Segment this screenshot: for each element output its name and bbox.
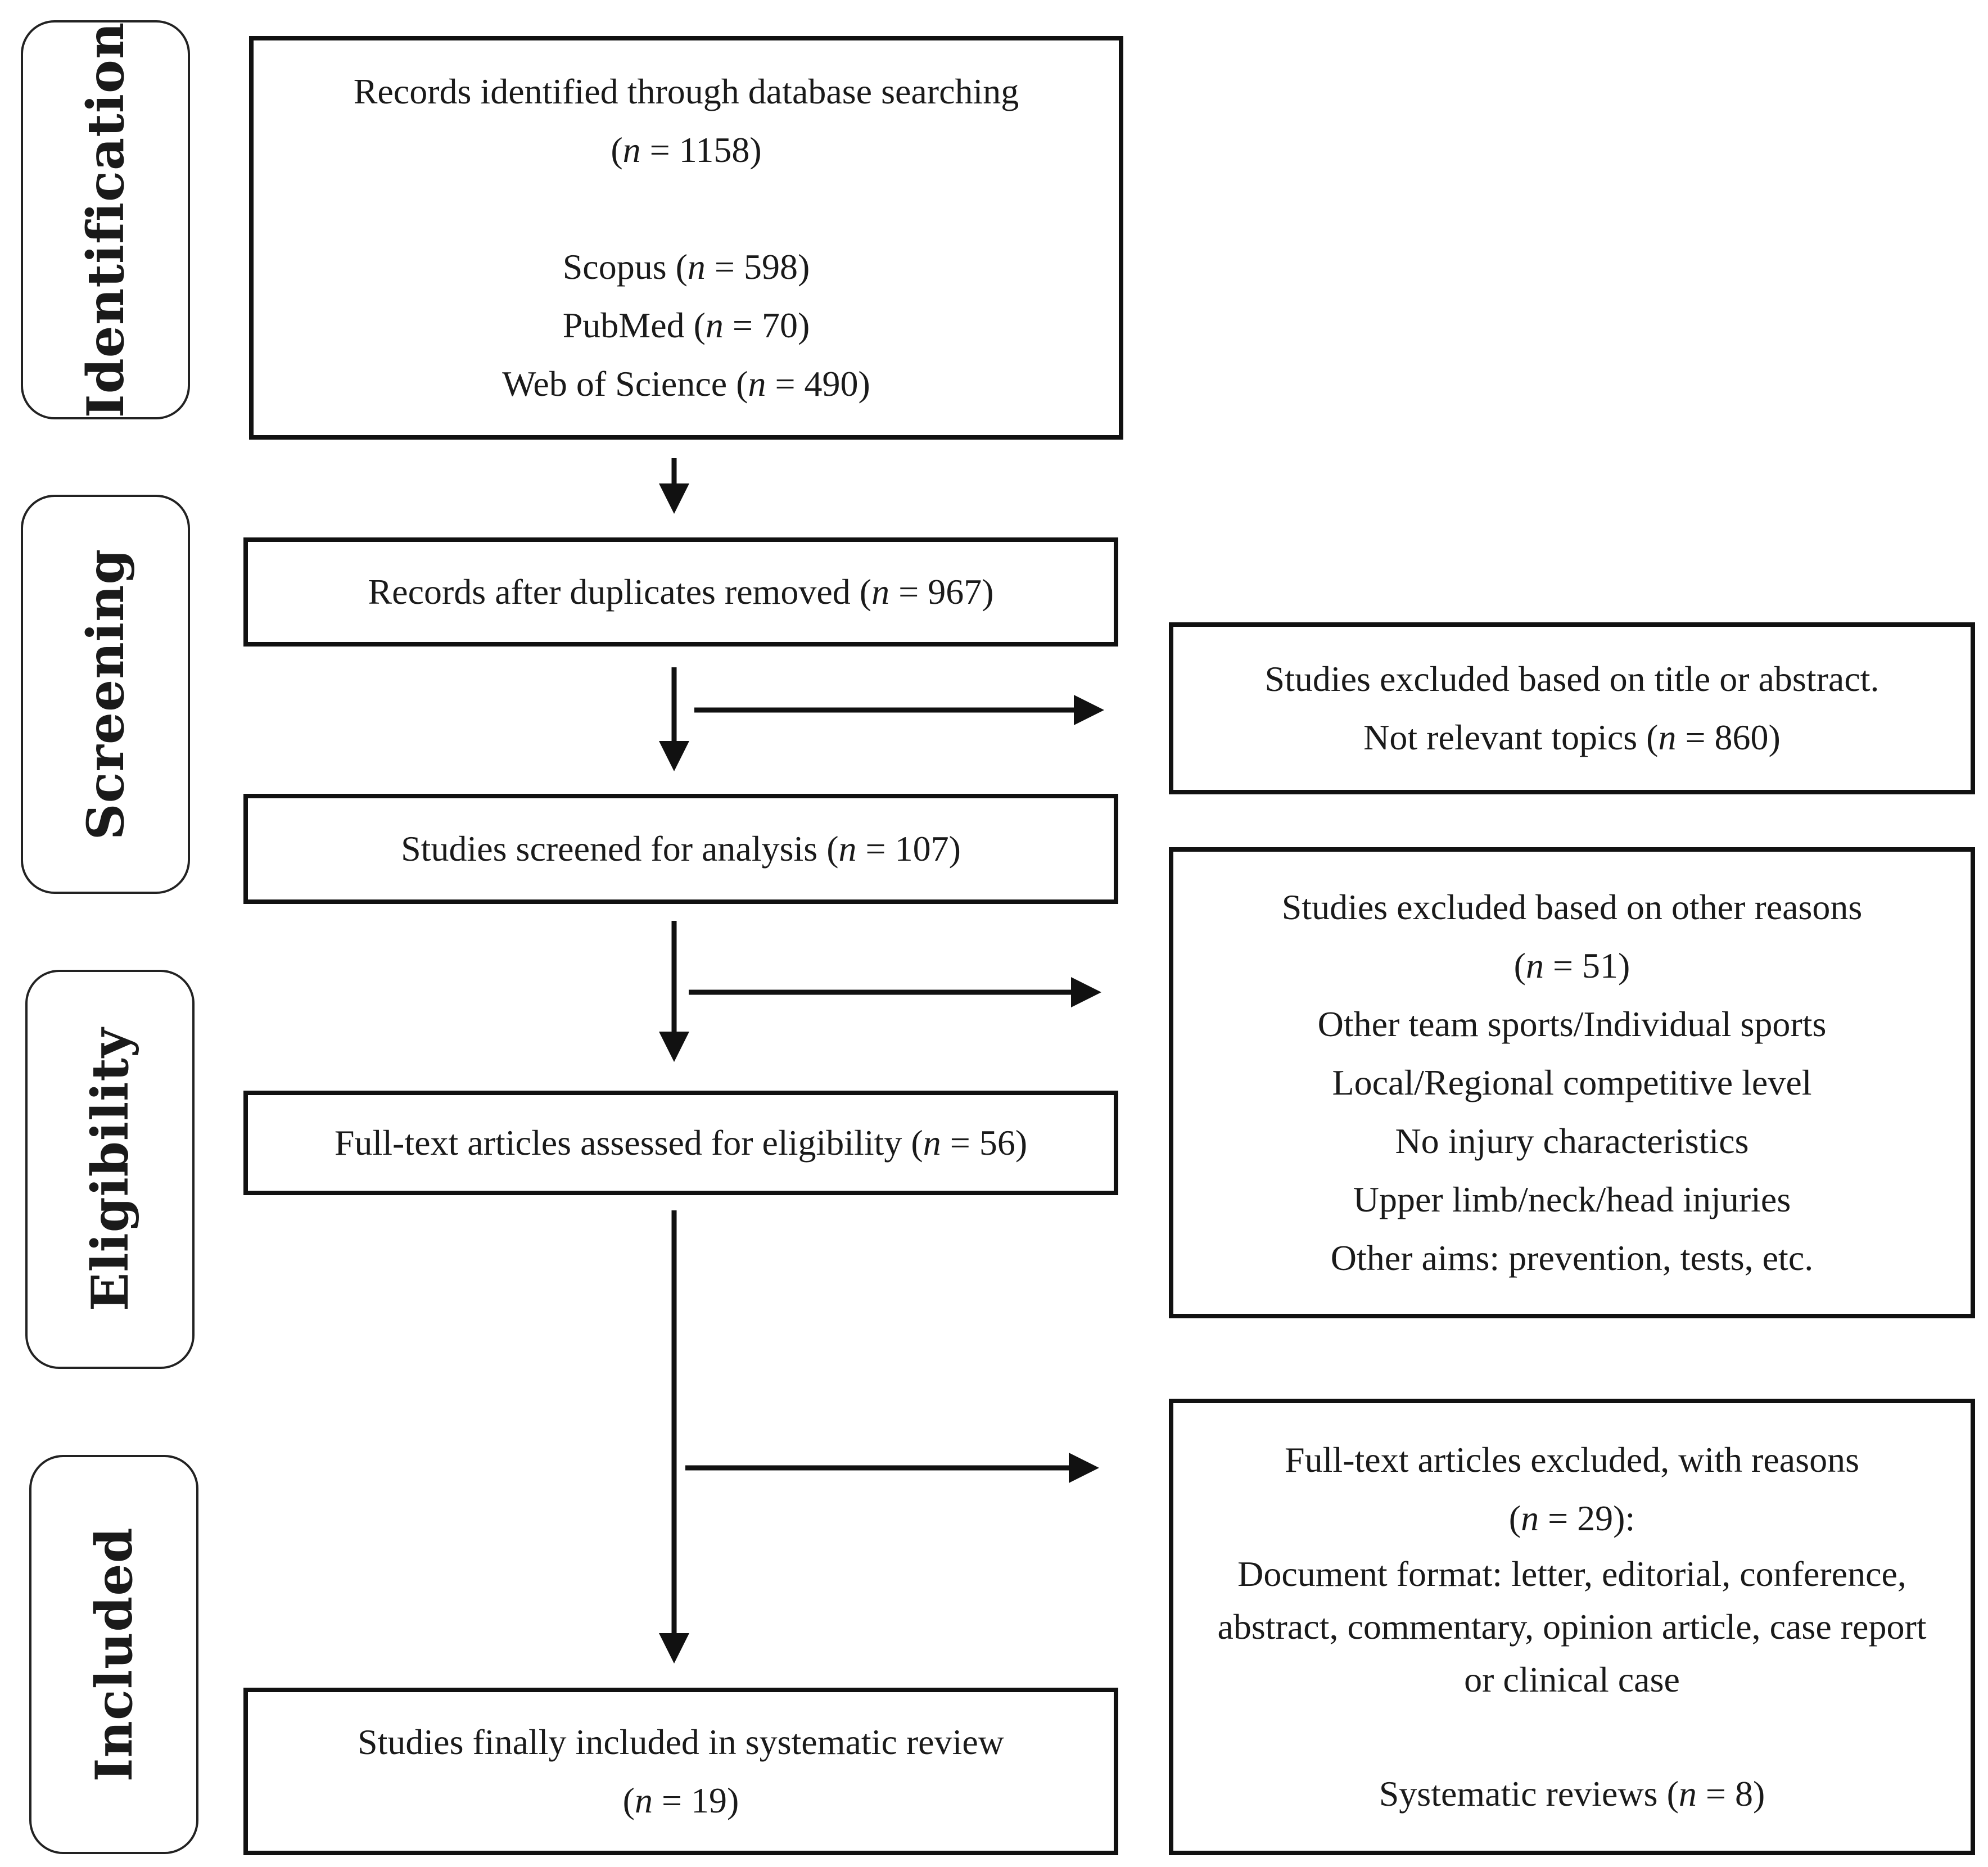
excluded-fulltext-count: (n = 29):	[1508, 1498, 1635, 1538]
excluded-document-format: Document format: letter, editorial, conf…	[1217, 1554, 1927, 1699]
source-web-of-science: Web of Science (n = 490)	[502, 364, 870, 404]
excluded-title-count: Not relevant topics (n = 860)	[1363, 717, 1781, 757]
fulltext-assessed-box: Full-text articles assessed for eligibil…	[243, 1091, 1118, 1195]
excluded-reason: Upper limb/neck/head injuries	[1353, 1179, 1791, 1219]
records-identified-label: Records identified through database sear…	[353, 71, 1019, 111]
stage-label-text: Included	[84, 1527, 144, 1782]
records-identified-count: (n = 1158)	[611, 130, 762, 170]
excluded-fulltext-label: Full-text articles excluded, with reason…	[1285, 1440, 1859, 1480]
stage-label-text: Eligibility	[80, 1027, 140, 1312]
excluded-other-count: (n = 51)	[1513, 946, 1630, 986]
excluded-reason: Other team sports/Individual sports	[1317, 1004, 1827, 1044]
stage-label-text: Identification	[75, 21, 135, 418]
stage-label-eligibility: Eligibility	[25, 970, 195, 1369]
excluded-title-abstract-box: Studies excluded based on title or abstr…	[1169, 622, 1975, 794]
studies-included-count: (n = 19)	[622, 1780, 739, 1820]
excluded-reason: No injury characteristics	[1395, 1121, 1749, 1161]
excluded-systematic-reviews: Systematic reviews (n = 8)	[1379, 1774, 1765, 1814]
fulltext-assessed-text: Full-text articles assessed for eligibil…	[334, 1123, 1028, 1163]
duplicates-removed-text: Records after duplicates removed (n = 96…	[368, 572, 994, 612]
stage-label-included: Included	[29, 1455, 198, 1854]
stage-label-screening: Screening	[21, 495, 190, 894]
records-identified-box: Records identified through database sear…	[249, 36, 1123, 440]
source-pubmed: PubMed (n = 70)	[562, 305, 810, 345]
excluded-title-label: Studies excluded based on title or abstr…	[1264, 659, 1879, 699]
excluded-fulltext-box: Full-text articles excluded, with reason…	[1169, 1399, 1975, 1855]
excluded-other-reasons-box: Studies excluded based on other reasons …	[1169, 847, 1975, 1318]
studies-screened-text: Studies screened for analysis (n = 107)	[401, 829, 961, 869]
excluded-other-label: Studies excluded based on other reasons	[1281, 887, 1863, 927]
stage-label-identification: Identification	[21, 20, 190, 419]
studies-included-label: Studies finally included in systematic r…	[358, 1722, 1004, 1762]
excluded-reason: Other aims: prevention, tests, etc.	[1330, 1238, 1814, 1278]
source-scopus: Scopus (n = 598)	[562, 247, 810, 287]
studies-included-box: Studies finally included in systematic r…	[243, 1688, 1118, 1855]
duplicates-removed-box: Records after duplicates removed (n = 96…	[243, 537, 1118, 647]
studies-screened-box: Studies screened for analysis (n = 107)	[243, 794, 1118, 904]
stage-label-text: Screening	[75, 548, 135, 840]
excluded-reason: Local/Regional competitive level	[1332, 1063, 1812, 1102]
